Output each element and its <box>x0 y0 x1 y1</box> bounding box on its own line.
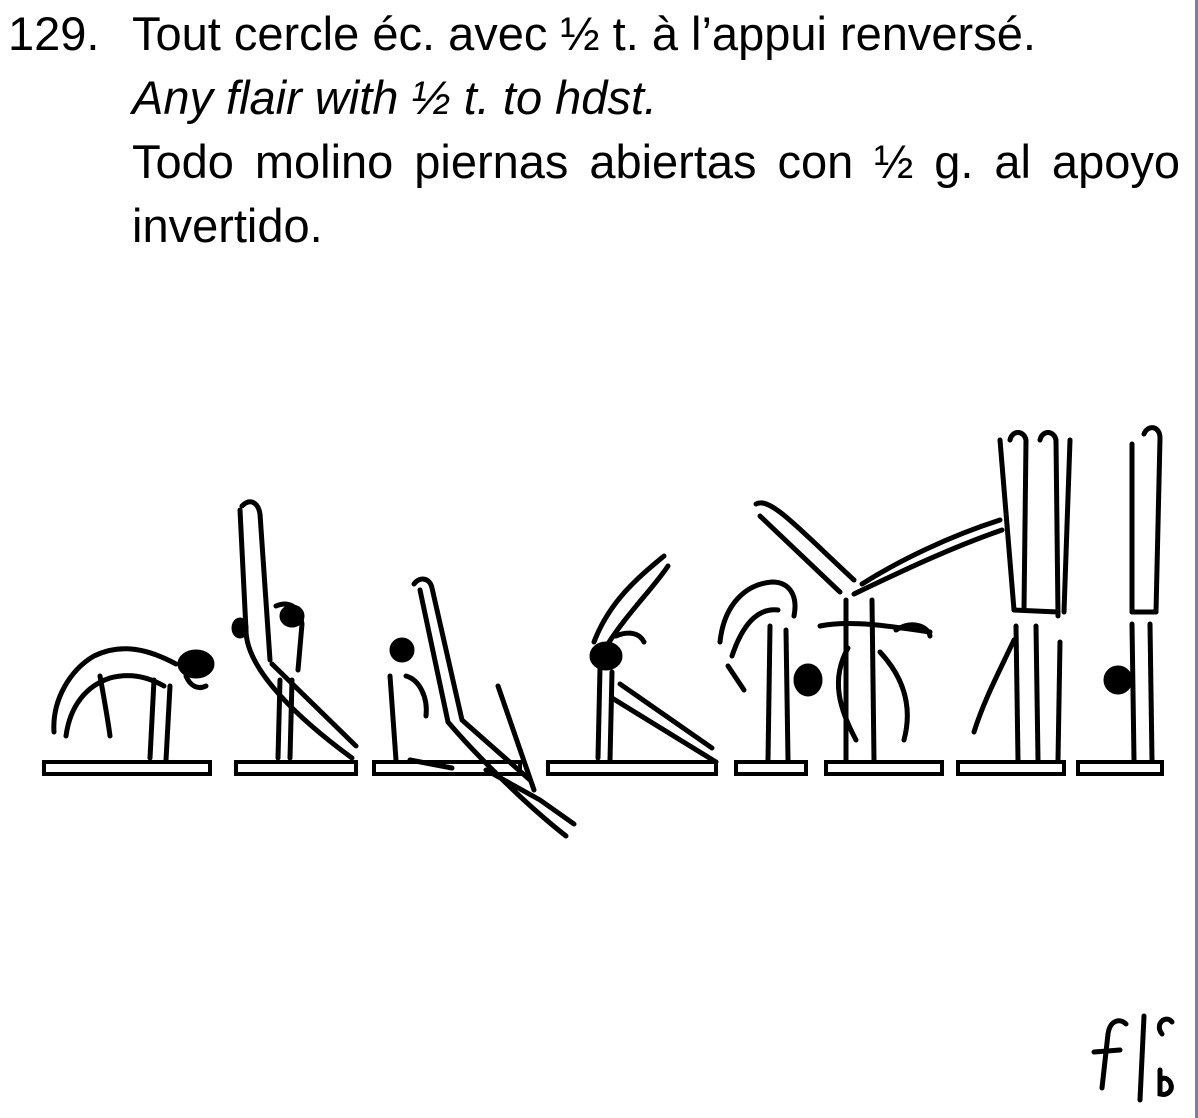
pommel-beam <box>44 762 210 774</box>
pommel-beams <box>44 762 1162 774</box>
element-name-english: Any flair with ½ t. to hdst. <box>132 66 1180 130</box>
pommel-beam <box>236 762 356 774</box>
gymnast-pose-2 <box>234 502 356 758</box>
element-name-french: Tout cercle éc. avec ½ t. à l’appui renv… <box>132 2 1180 66</box>
flair-sequence-figure <box>0 380 1198 880</box>
gymnast-pose-5 <box>720 582 820 760</box>
pommel-beam <box>548 762 716 774</box>
pommel-beam <box>826 762 942 774</box>
gymnast-pose-1 <box>54 649 212 760</box>
gymnast-pose-8 <box>1106 428 1160 760</box>
gymnast-pose-6 <box>756 503 1002 760</box>
gymnast-pose-7 <box>974 433 1070 761</box>
element-description: Tout cercle éc. avec ½ t. à l’appui renv… <box>132 2 1180 258</box>
element-number: 129. <box>8 2 99 66</box>
gymnast-pose-4 <box>592 556 716 762</box>
handwritten-signature-icon <box>1080 1000 1198 1118</box>
pommel-beam <box>1078 762 1162 774</box>
gymnast-pose-3 <box>390 579 574 836</box>
element-name-spanish: Todo molino piernas abiertas con ½ g. al… <box>132 130 1180 258</box>
pommel-beam <box>736 762 806 774</box>
pommel-beam <box>958 762 1064 774</box>
